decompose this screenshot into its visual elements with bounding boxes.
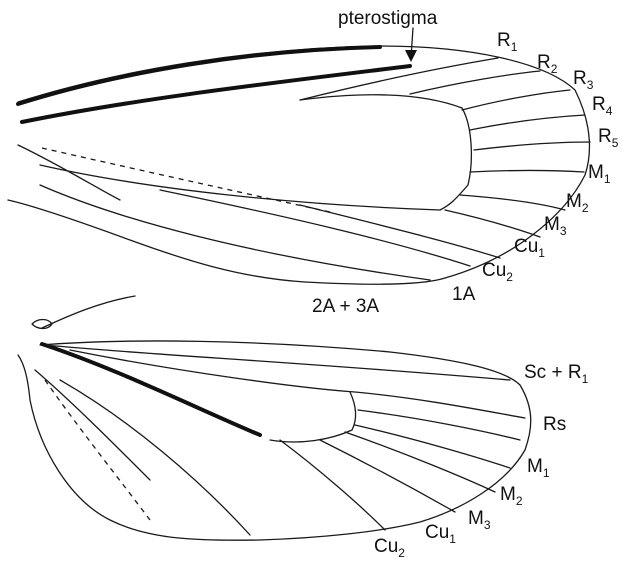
fw-label-1a: 1A: [452, 284, 476, 305]
hw-label-cu1: Cu1: [425, 522, 456, 546]
fw-label-cu2: Cu2: [482, 260, 513, 284]
pterostigma-arrowhead: [405, 50, 417, 62]
hindwing-rs: [69, 349, 526, 419]
hw-label-m1: M1: [527, 456, 550, 480]
fw-label-r5: R5: [598, 126, 619, 150]
vein-m3: [444, 209, 541, 238]
hindwing: [17, 295, 532, 541]
forewing-discal-cell: [299, 94, 472, 211]
hindwing-outline: [17, 340, 532, 541]
fw-label-m1: M1: [588, 162, 611, 186]
hw-dashed-fold: [44, 379, 151, 521]
vein-r1: [299, 57, 499, 101]
fw-label-cu1: Cu1: [514, 236, 545, 260]
vein-r4: [469, 114, 586, 131]
vein-r2: [409, 70, 541, 95]
pterostigma-label: pterostigma: [338, 8, 438, 29]
hw-label-rs: Rs: [543, 414, 566, 435]
fw-label-r3: R3: [573, 68, 594, 92]
forewing-dashed-fold: [41, 147, 331, 213]
hw-vein-a1: [59, 379, 251, 536]
hw-label-cu2: Cu2: [374, 536, 405, 560]
fw-label-r2: R2: [537, 52, 558, 76]
vein-r3: [461, 89, 571, 111]
vein-cu2: [159, 189, 471, 267]
hw-vein-cu2: [279, 439, 386, 531]
hw-label-m3: M3: [468, 508, 491, 532]
vein-cu1: [299, 204, 501, 259]
vein-m2: [459, 194, 566, 211]
forewing-costa: [16, 45, 382, 106]
hw-vein-m2: [354, 424, 511, 469]
hw-label-sc-r1: Sc + R1: [524, 362, 589, 386]
hw-vein-cu1: [319, 439, 456, 513]
fw-label-m3: M3: [544, 214, 567, 238]
fw-label-2a-3a: 2A + 3A: [312, 296, 379, 317]
hw-label-m2: M2: [500, 484, 523, 508]
fw-label-m2: M2: [566, 191, 589, 215]
vein-2a-3a: [17, 144, 121, 201]
hindwing-cell: [269, 391, 357, 443]
vein-1a: [39, 184, 431, 281]
vein-r5: [473, 141, 591, 151]
hw-vein-a2: [34, 369, 151, 481]
forewing-cell-lower: [39, 164, 441, 211]
hw-vein-m3: [344, 431, 496, 493]
fw-label-r1: R1: [497, 30, 518, 54]
hw-vein-m1: [357, 409, 521, 441]
fw-label-r4: R4: [592, 94, 613, 118]
forewing-subcosta: [20, 64, 412, 124]
vein-m1: [469, 169, 585, 173]
hindwing-frenulum-hook: [31, 318, 53, 330]
hindwing-sc-r1: [44, 344, 511, 381]
hindwing-costa: [40, 342, 262, 437]
hindwing-frenulum: [41, 295, 136, 329]
forewing: [7, 27, 591, 285]
